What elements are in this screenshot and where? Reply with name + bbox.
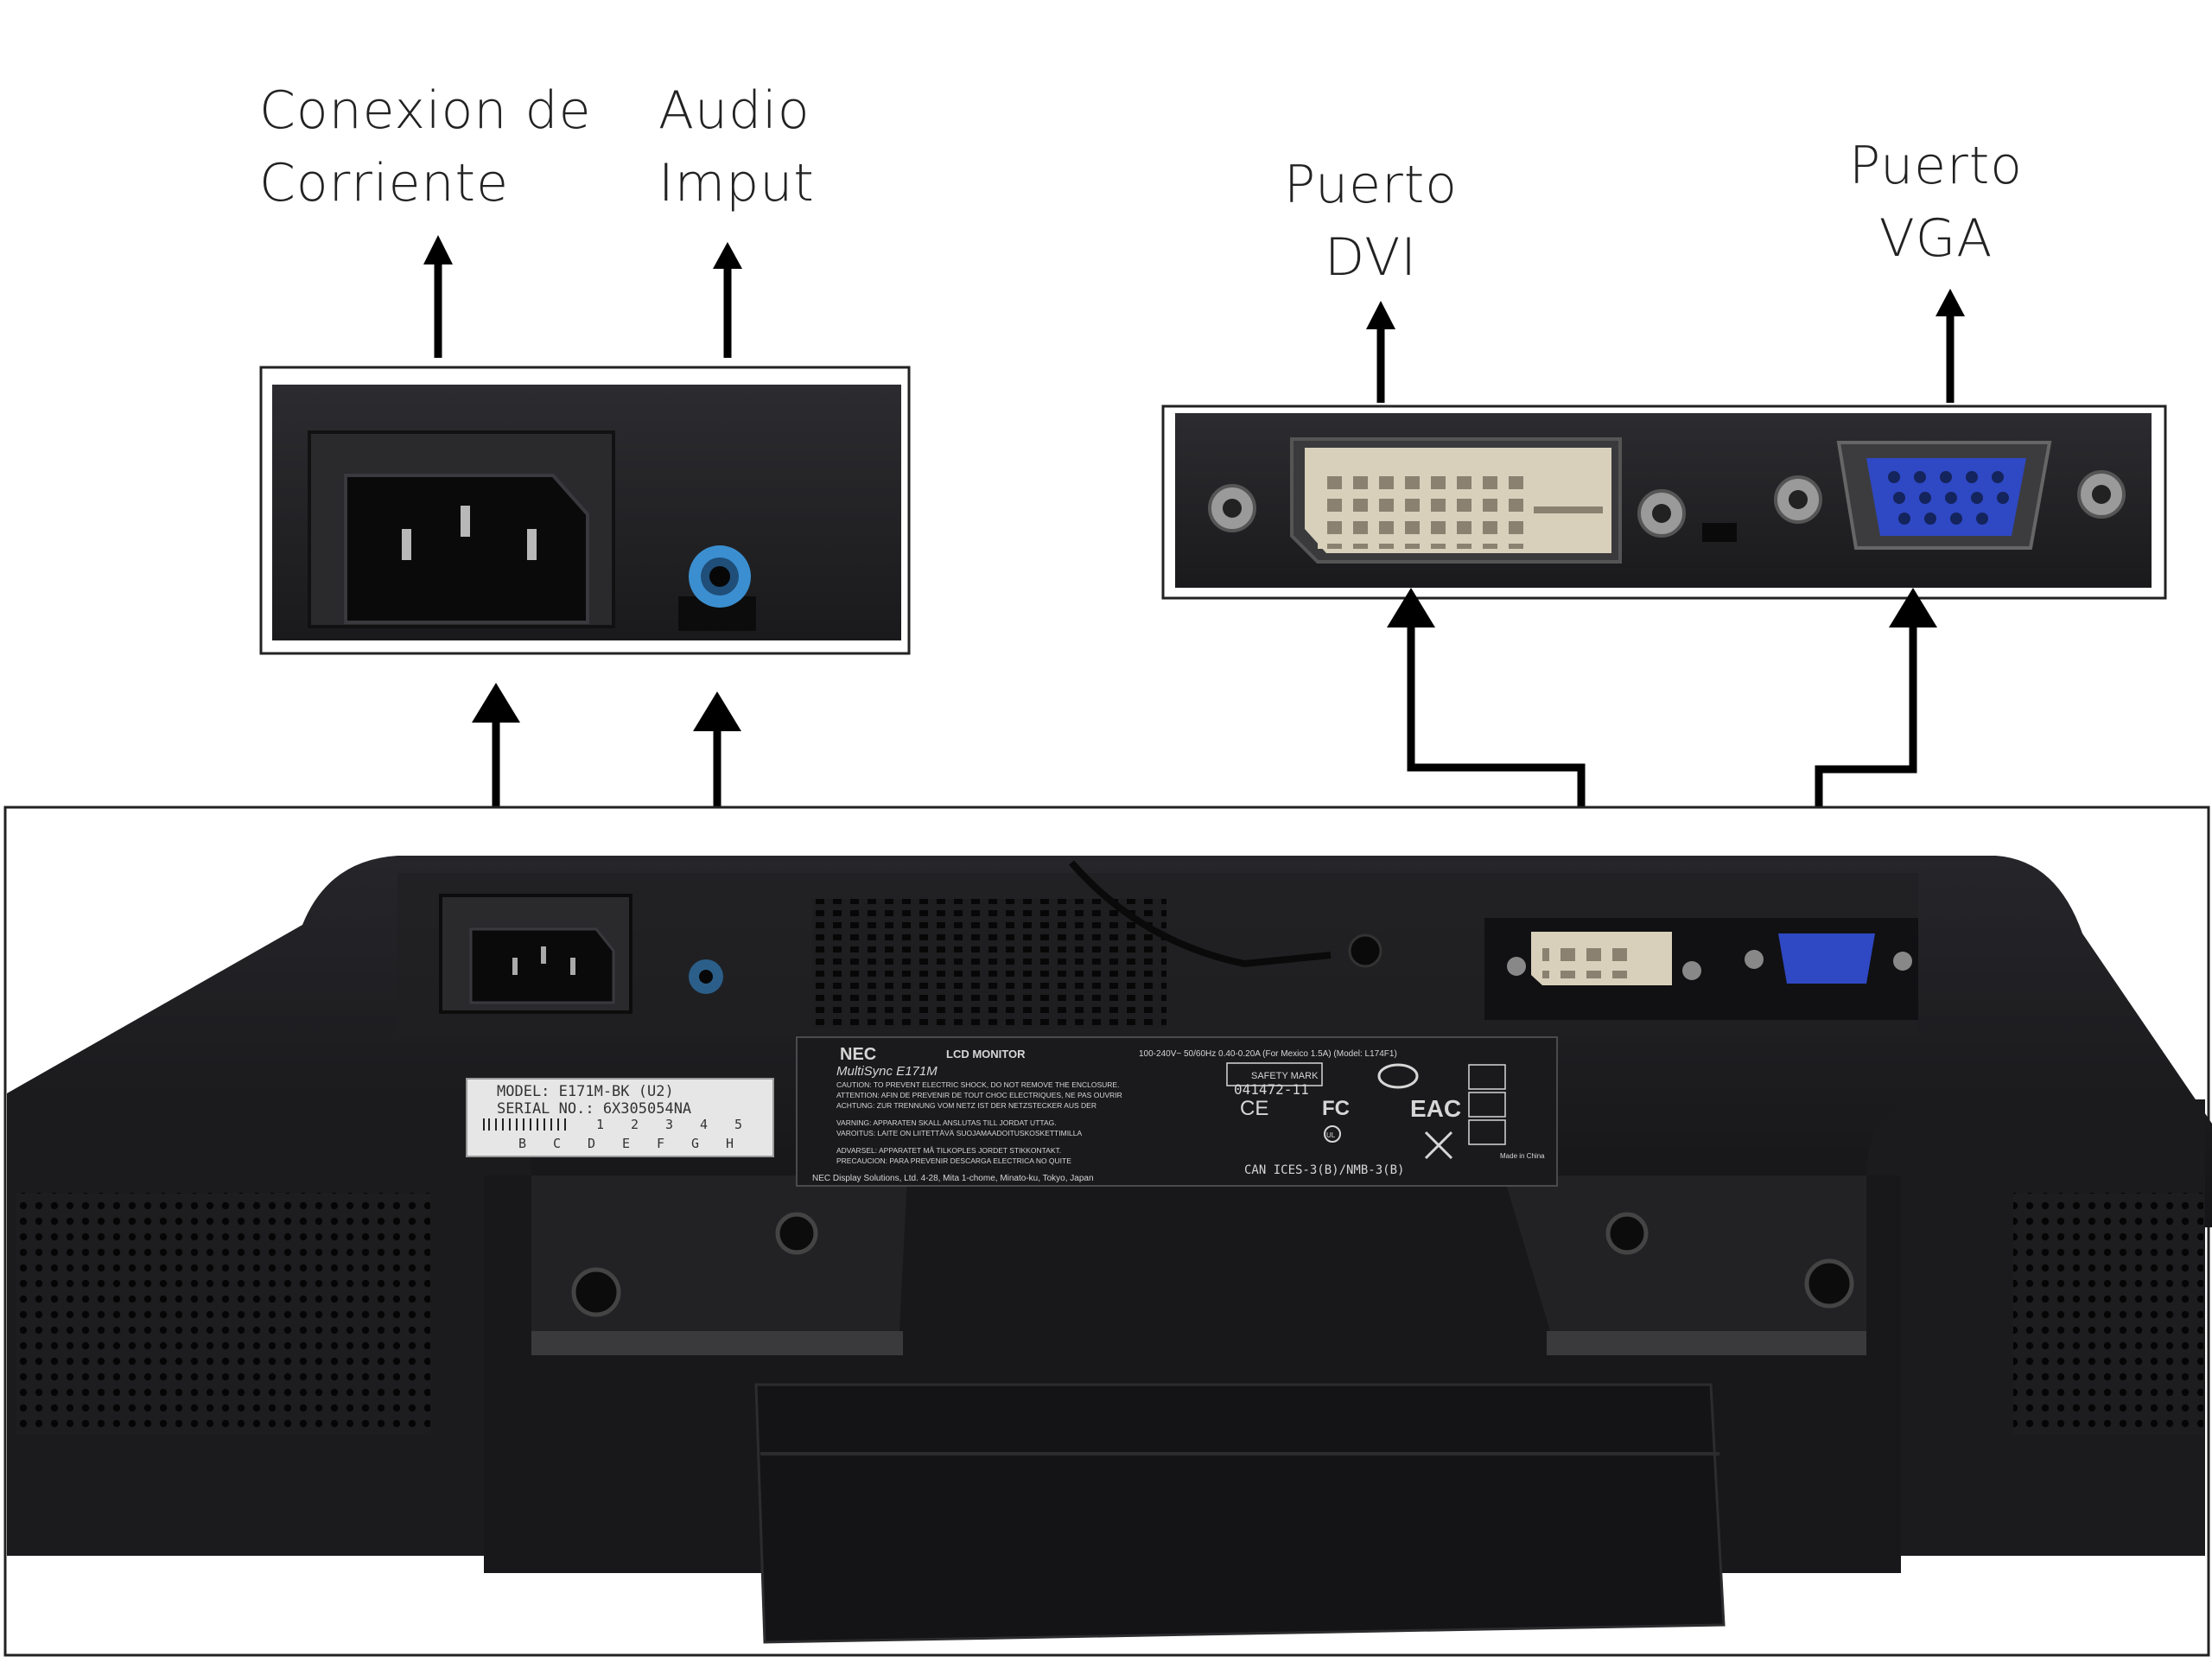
ventilation-grille — [812, 899, 1166, 1029]
label-warning-6: PRECAUCION: PARA PREVENIR DESCARGA ELECT… — [836, 1156, 1071, 1165]
sticker-row2-2: C — [553, 1136, 561, 1151]
callout-power-connection: Conexion de Corriente — [259, 74, 591, 220]
cable — [1068, 860, 1332, 968]
label-warning-0: CAUTION: TO PREVENT ELECTRIC SHOCK, DO N… — [836, 1080, 1119, 1089]
sticker-row2-1: B — [518, 1136, 526, 1151]
inset-power-audio — [259, 366, 911, 655]
label-safety-mark: SAFETY MARK — [1251, 1071, 1319, 1081]
recycle-icon — [1468, 1119, 1506, 1145]
vga-connector-small-icon — [1778, 933, 1875, 984]
label-series: MultiSync E171M — [836, 1064, 938, 1079]
sticker-row2-4: E — [622, 1136, 630, 1151]
sticker-model: MODEL: E171M-BK (U2) — [497, 1083, 674, 1100]
callout-vga-port: Puerto VGA — [1849, 130, 2023, 275]
sticker-row1-2: 2 — [631, 1117, 639, 1132]
callout-vga-line1: Puerto — [1849, 136, 2023, 196]
sticker-row1-3: 3 — [665, 1117, 673, 1132]
label-ul-mark: UL — [1326, 1131, 1336, 1139]
warning-triangle-icon — [1468, 1064, 1506, 1090]
callout-audio-line2: Imput — [658, 153, 815, 213]
sticker-row1-4: 4 — [700, 1117, 708, 1132]
sticker-row2-7: H — [726, 1136, 734, 1151]
label-made-in: Made in China — [1500, 1152, 1545, 1160]
mount-screw-icon — [1605, 1212, 1649, 1255]
callout-dvi-line1: Puerto — [1284, 155, 1458, 215]
label-warning-3: VARNING: APPARATEN SKALL ANSLUTAS TILL J… — [836, 1118, 1057, 1127]
power-socket-small-icon — [469, 927, 615, 1004]
dvi-pin-grid — [1318, 467, 1525, 549]
sticker-row2-3: D — [588, 1136, 595, 1151]
label-eac-mark: EAC — [1410, 1095, 1461, 1122]
sticker-serial: SERIAL NO.: 6X305054NA — [497, 1100, 691, 1118]
warning-triangle-icon — [1468, 1092, 1506, 1118]
speaker-right-grille — [2013, 1193, 2203, 1435]
serial-number-sticker: MODEL: E171M-BK (U2) SERIAL NO.: 6X30505… — [466, 1078, 774, 1157]
label-warning-1: ATTENTION: AFIN DE PREVENIR DE TOUT CHOC… — [836, 1091, 1122, 1099]
sticker-row2-6: G — [691, 1136, 699, 1151]
callout-vga-line2: VGA — [1878, 208, 1993, 269]
mount-screw-icon — [571, 1267, 621, 1317]
label-ce-mark: CE — [1240, 1097, 1268, 1120]
callout-audio-line1: Audio — [658, 80, 810, 141]
label-manufacturer: NEC Display Solutions, Ltd. 4-28, Mita 1… — [812, 1174, 1094, 1183]
label-product-type: LCD MONITOR — [946, 1048, 1026, 1061]
label-canada: CAN ICES-3(B)/NMB-3(B) — [1244, 1163, 1404, 1177]
weee-bin-icon — [1424, 1131, 1453, 1160]
sticker-row1-5: 5 — [734, 1117, 742, 1132]
callout-power-line1: Conexion de — [259, 80, 592, 141]
power-pin-ground — [461, 506, 470, 537]
stand-neck — [754, 1383, 1726, 1644]
rating-label: NEC LCD MONITOR 100-240V~ 50/60Hz 0.40-0… — [796, 1036, 1558, 1187]
label-brand: NEC — [840, 1045, 876, 1064]
sticker-barcode — [483, 1118, 566, 1131]
arrowheads — [423, 235, 1965, 731]
label-warning-4: VAROITUS: LAITE ON LIITETTÄVÄ SUOJAMAADO… — [836, 1129, 1083, 1137]
label-power-spec: 100-240V~ 50/60Hz 0.40-0.20A (For Mexico… — [1139, 1049, 1397, 1059]
label-cert-number: 041472-11 — [1234, 1081, 1309, 1098]
power-socket-icon — [344, 474, 589, 624]
monitor-rear: MODEL: E171M-BK (U2) SERIAL NO.: 6X30505… — [7, 856, 2212, 1644]
inset-dvi-vga — [1161, 405, 2167, 600]
power-pin-left — [402, 529, 411, 560]
callout-power-line2: Corriente — [259, 153, 509, 213]
sticker-row2-5: F — [657, 1136, 664, 1151]
ul-mark-icon — [1324, 1125, 1341, 1143]
callout-dvi-line2: DVI — [1325, 227, 1417, 288]
mount-screw-icon — [775, 1212, 818, 1255]
power-pin-right — [527, 529, 537, 560]
cert-oval-icon — [1377, 1063, 1419, 1089]
vga-pin-holes — [1888, 471, 2009, 525]
label-fcc-mark: FC — [1322, 1097, 1350, 1120]
label-warning-2: ACHTUNG: ZUR TRENNUNG VOM NETZ IST DER N… — [836, 1101, 1096, 1110]
speaker-left-grille — [16, 1193, 430, 1435]
sticker-row1-1: 1 — [596, 1117, 604, 1132]
callout-audio-input: Audio Imput — [658, 74, 815, 220]
mount-screw-icon — [1804, 1258, 1854, 1309]
callout-dvi-port: Puerto DVI — [1284, 149, 1458, 294]
label-warning-5: ADVARSEL: APPARATET MÅ TILKOPLES JORDET … — [836, 1146, 1061, 1155]
